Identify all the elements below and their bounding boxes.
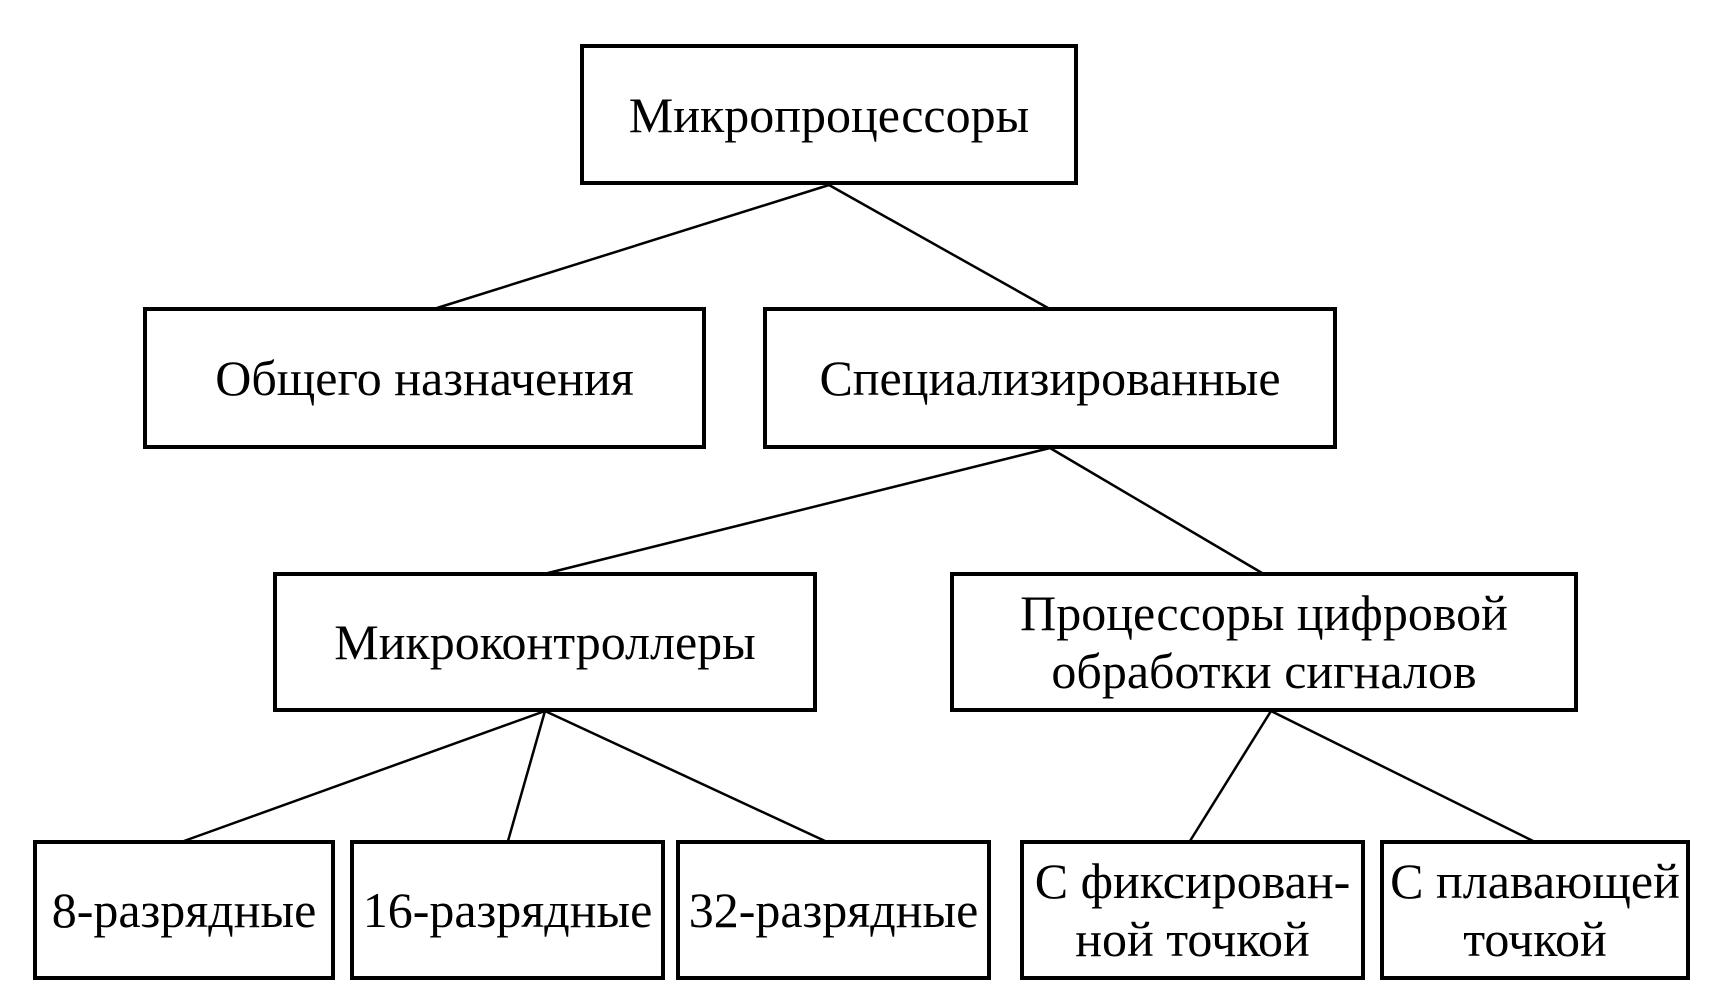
node-dsp: Процессоры цифровой обработки сигналов [950, 572, 1578, 712]
edge-special-mcu [547, 446, 1051, 575]
edge-mcu-bit32 [544, 709, 826, 843]
node-fixed-point-label-line2: ной точкой [1075, 911, 1310, 967]
node-fixed-point-label-line1: С фиксирован- [1034, 853, 1351, 909]
edge-mcu-bit16 [506, 710, 547, 842]
edge-dsp-float [1270, 709, 1534, 843]
node-floating-point-label-line1: С плавающей [1390, 853, 1680, 909]
node-specialized-label: Специализированные [819, 350, 1281, 406]
node-16bit-label: 16-разрядные [362, 882, 653, 938]
edge-root-general [436, 183, 830, 310]
node-microcontrollers: Микроконтроллеры [273, 572, 817, 712]
node-general-purpose-label: Общего назначения [215, 350, 634, 406]
node-32bit-label: 32-разрядные [688, 882, 979, 938]
edge-mcu-bit8 [183, 709, 546, 843]
node-8bit-label: 8-разрядные [51, 882, 317, 938]
node-microcontrollers-label: Микроконтроллеры [334, 614, 756, 670]
edge-special-dsp [1049, 446, 1263, 575]
node-floating-point-label-line2: точкой [1463, 911, 1607, 967]
node-8bit: 8-разрядные [33, 840, 335, 980]
node-dsp-label-line2: обработки сигналов [1051, 643, 1477, 699]
edge-root-special [828, 183, 1049, 310]
node-microprocessors: Микропроцессоры [580, 44, 1078, 185]
node-floating-point: С плавающей точкой [1380, 840, 1690, 980]
node-microprocessors-label: Микропроцессоры [628, 86, 1030, 143]
node-specialized: Специализированные [763, 307, 1337, 449]
node-16bit: 16-разрядные [350, 840, 665, 980]
edge-dsp-fixed [1188, 710, 1273, 842]
node-fixed-point: С фиксирован- ной точкой [1020, 840, 1365, 980]
node-general-purpose: Общего назначения [143, 307, 706, 449]
node-32bit: 32-разрядные [676, 840, 991, 980]
node-dsp-label-line1: Процессоры цифровой [1020, 585, 1508, 641]
